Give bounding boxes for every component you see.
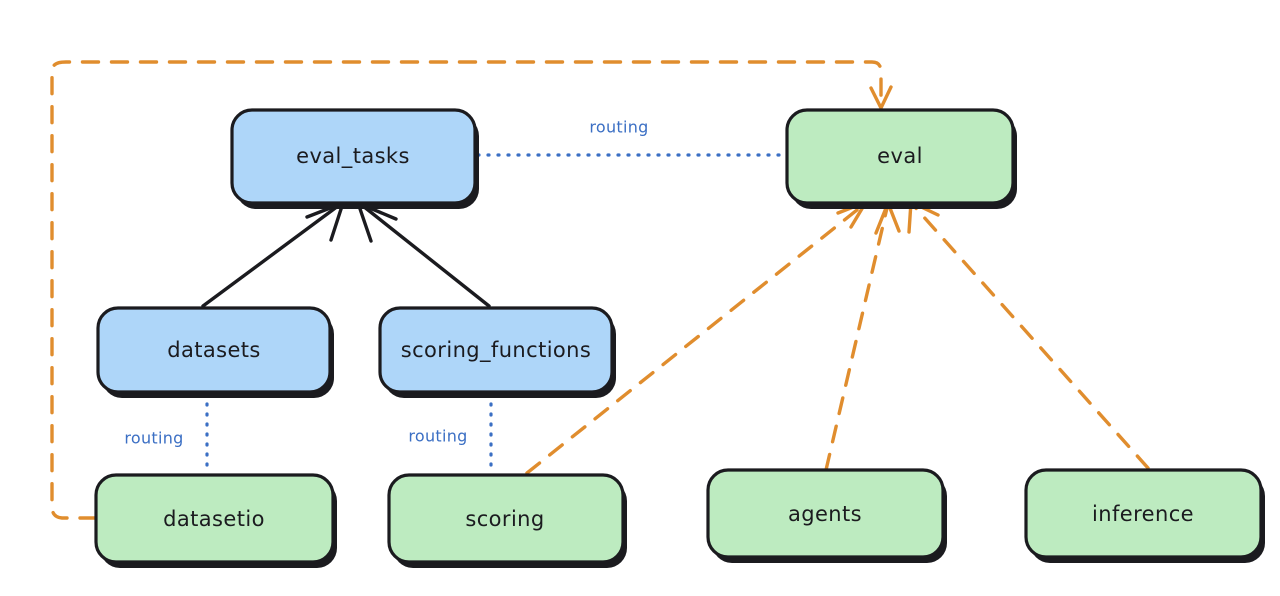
edge-scoring_functions-to-eval_tasks-path <box>361 204 491 308</box>
edge-datasets-to-eval_tasks-path <box>201 204 340 308</box>
node-inference[interactable]: inference <box>1024 468 1265 563</box>
node-inference-label: inference <box>1092 502 1194 526</box>
node-eval_tasks[interactable]: eval_tasks <box>230 108 479 209</box>
edge-scoring-to-eval-path <box>525 204 864 475</box>
node-eval_tasks-body <box>230 108 477 205</box>
edge-inference-to-eval <box>907 200 1150 470</box>
edge-datasets-to-datasetio: routing <box>124 392 209 475</box>
edge-eval_tasks-to-eval: routing <box>476 118 786 157</box>
edge-label-datasets-to-datasetio: routing <box>124 429 183 448</box>
node-scoring_functions-label: scoring_functions <box>401 338 591 363</box>
node-agents-body <box>706 468 945 559</box>
node-datasetio-label: datasetio <box>163 507 265 531</box>
node-eval[interactable]: eval <box>785 108 1017 209</box>
node-datasets[interactable]: datasets <box>96 306 334 398</box>
node-datasetio-body <box>94 473 335 564</box>
node-scoring_functions-body <box>378 306 614 394</box>
node-eval-body <box>785 108 1015 205</box>
edge-label-eval_tasks-to-eval: routing <box>589 118 648 137</box>
node-scoring-body <box>387 473 625 564</box>
edge-datasetio-to-eval <box>50 60 893 520</box>
node-agents-label: agents <box>788 502 862 526</box>
node-scoring[interactable]: scoring <box>387 473 627 568</box>
edge-inference-to-eval-path <box>912 204 1150 470</box>
edge-datasets-to-eval_tasks <box>201 201 345 308</box>
node-eval-label: eval <box>877 144 923 168</box>
edge-label-scoring_functions-to-scoring: routing <box>408 427 467 446</box>
edge-agents-to-eval <box>824 201 901 472</box>
edge-scoring_functions-to-eval_tasks <box>356 201 491 308</box>
node-scoring_functions[interactable]: scoring_functions <box>378 306 616 398</box>
node-datasets-body <box>96 306 332 394</box>
node-scoring-label: scoring <box>465 507 544 531</box>
edge-datasetio-to-eval-path <box>50 60 883 520</box>
edge-datasetio-to-eval-arrowhead <box>869 85 893 110</box>
node-inference-body <box>1024 468 1263 559</box>
node-agents[interactable]: agents <box>706 468 947 563</box>
edge-agents-to-eval-path <box>824 206 889 472</box>
node-datasetio[interactable]: datasetio <box>94 473 337 568</box>
edge-scoring_functions-to-scoring: routing <box>408 392 493 475</box>
node-eval_tasks-label: eval_tasks <box>296 144 410 169</box>
node-datasets-label: datasets <box>167 338 261 362</box>
